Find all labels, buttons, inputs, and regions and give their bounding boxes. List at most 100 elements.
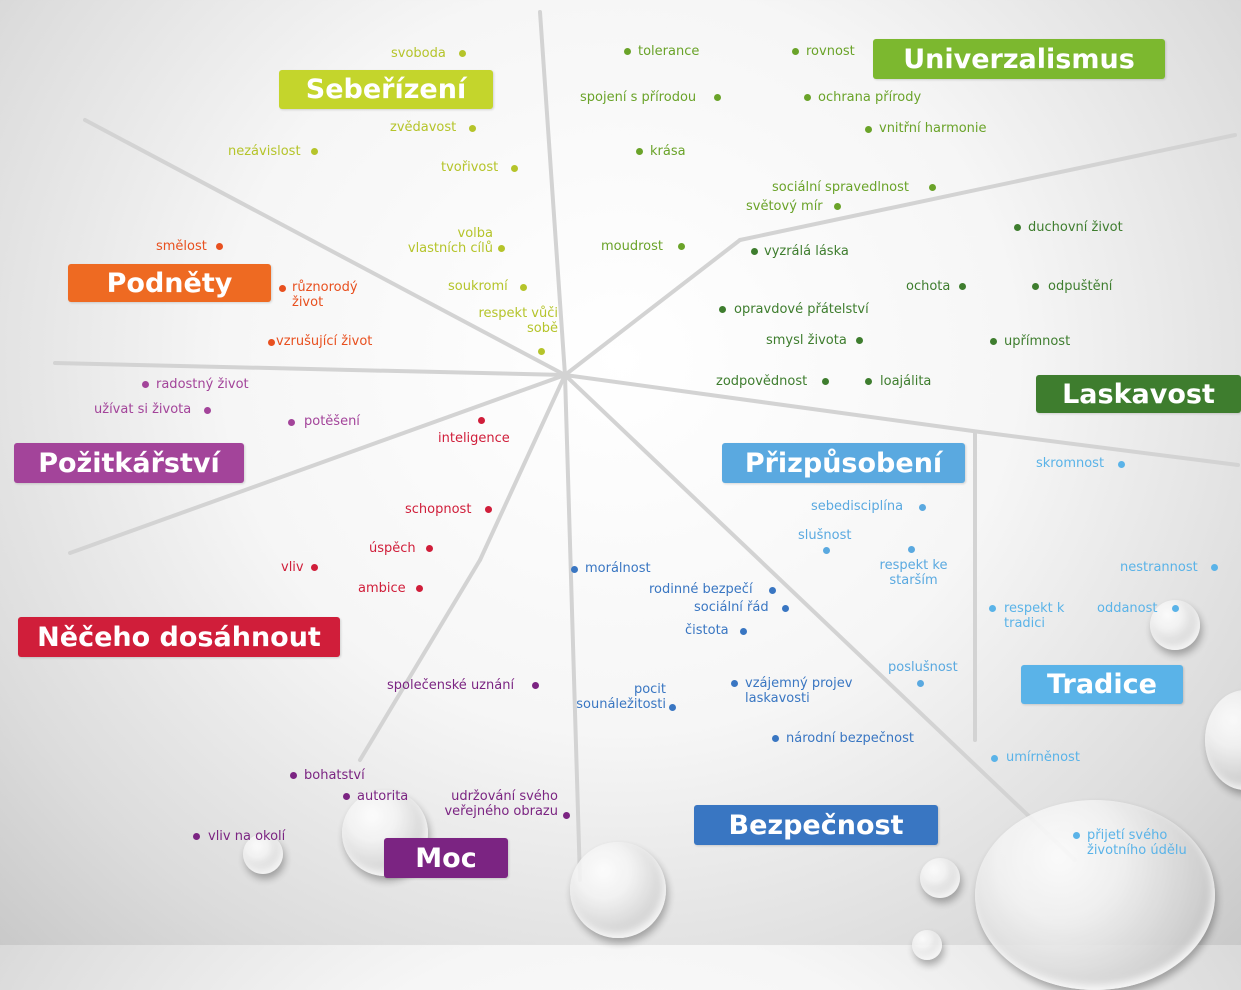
value-dot	[311, 148, 318, 155]
value-dot	[538, 348, 545, 355]
value-zodpovednost: zodpovědnost	[716, 374, 808, 389]
value-bohatstvi: bohatství	[304, 768, 365, 783]
value-vzrusujici-zivot: vzrušující život	[276, 334, 373, 349]
divider-line	[563, 238, 742, 377]
value-dot	[990, 338, 997, 345]
value-dot	[822, 378, 829, 385]
value-odpusteni: odpuštění	[1048, 279, 1113, 294]
divider-line	[358, 558, 482, 762]
value-dot	[204, 407, 211, 414]
value-ruznorody-zivot: různorodý život	[292, 280, 358, 310]
value-autorita: autorita	[357, 789, 409, 804]
value-tvorivost: tvořivost	[441, 160, 499, 175]
value-ochota: ochota	[906, 279, 951, 294]
value-dot	[469, 125, 476, 132]
value-poteseni: potěšení	[304, 414, 360, 429]
divider-line	[563, 373, 582, 882]
category-univerzalismus: Univerzalismus	[873, 39, 1165, 79]
category-moc: Moc	[384, 838, 508, 878]
value-dot	[769, 587, 776, 594]
value-svetovy-mir: světový mír	[746, 199, 823, 214]
value-dot	[740, 628, 747, 635]
category-podnety: Podněty	[68, 264, 271, 302]
value-dot	[426, 545, 433, 552]
value-poslusnost: poslušnost	[888, 660, 958, 675]
value-pocit-sounaleztosti: pocit sounáležitosti	[576, 682, 666, 712]
divider-line	[738, 133, 1237, 242]
value-oddanost: oddanost	[1097, 601, 1158, 616]
value-vliv: vliv	[281, 560, 304, 575]
value-dot	[485, 506, 492, 513]
value-dot	[919, 504, 926, 511]
divider-line	[478, 373, 567, 562]
value-spolecenske-uznani: společenské uznání	[387, 678, 515, 693]
value-opravdove-pratelstvi: opravdové přátelství	[734, 302, 869, 317]
value-loajalita: loajálita	[880, 374, 932, 389]
value-dot	[731, 680, 738, 687]
value-dot	[719, 306, 726, 313]
value-dot	[459, 50, 466, 57]
value-dot	[917, 680, 924, 687]
value-dot	[865, 126, 872, 133]
category-pozitkarstvi: Požitkářství	[14, 443, 244, 483]
value-dot	[669, 704, 676, 711]
divider-line	[83, 118, 567, 377]
value-dot	[989, 605, 996, 612]
value-udrzovani-verejneho-obrazu: udržování svého veřejného obrazu	[444, 789, 558, 819]
value-dot	[751, 248, 758, 255]
value-dot	[772, 735, 779, 742]
water-drop	[920, 858, 960, 898]
category-prizpusobeni: Přizpůsobení	[722, 443, 965, 483]
value-svoboda: svoboda	[391, 46, 446, 61]
value-socialni-spravedlnost: sociální spravedlnost	[772, 180, 910, 195]
value-dot	[959, 283, 966, 290]
value-dot	[678, 243, 685, 250]
value-inteligence: inteligence	[438, 431, 510, 446]
value-dot	[290, 772, 297, 779]
value-slusnost: slušnost	[798, 528, 852, 543]
value-tolerance: tolerance	[638, 44, 700, 59]
value-zvedavost: zvědavost	[390, 120, 457, 135]
value-dot	[478, 417, 485, 424]
value-respekt-vuci-sobe: respekt vůči sobě	[478, 306, 558, 336]
value-respekt-ke-starsim: respekt ke starším	[879, 558, 948, 588]
water-drop	[243, 834, 283, 874]
category-laskavost: Laskavost	[1036, 375, 1241, 413]
radial-divider-lines	[53, 10, 1240, 882]
value-radostny-zivot: radostný život	[156, 377, 249, 392]
value-dot	[991, 755, 998, 762]
value-nezavislost: nezávislost	[228, 144, 301, 159]
value-nestrannost: nestrannost	[1120, 560, 1198, 575]
divider-line	[563, 373, 982, 434]
value-smelost: smělost	[156, 239, 207, 254]
value-dot	[1118, 461, 1125, 468]
value-dot	[1211, 564, 1218, 571]
value-moralnost: morálnost	[585, 561, 651, 576]
value-smysl-zivota: smysl života	[766, 333, 847, 348]
value-dot	[532, 682, 539, 689]
value-umirnenost: umírněnost	[1006, 750, 1080, 765]
value-vliv-na-okoli: vliv na okolí	[208, 829, 286, 844]
value-dot	[908, 546, 915, 553]
value-dot	[142, 381, 149, 388]
value-ochrana-prirody: ochrana přírody	[818, 90, 922, 105]
divider-line	[978, 430, 1240, 467]
value-narodni-bezpecnost: národní bezpečnost	[786, 731, 914, 746]
value-spojeni-s-prirodou: spojení s přírodou	[580, 90, 697, 105]
value-krasa: krása	[650, 144, 686, 159]
value-schopnost: schopnost	[405, 502, 472, 517]
value-dot	[636, 148, 643, 155]
value-dot	[498, 245, 505, 252]
value-rodinne-bezpeci: rodinné bezpečí	[649, 582, 753, 597]
value-dot	[511, 165, 518, 172]
value-dot	[563, 812, 570, 819]
divider-line	[563, 373, 1077, 862]
value-dot	[929, 184, 936, 191]
value-dot	[288, 419, 295, 426]
value-dot	[782, 605, 789, 612]
category-bezpecnost: Bezpečnost	[694, 805, 938, 845]
divider-line	[68, 373, 567, 555]
value-dot	[268, 339, 275, 346]
value-dot	[624, 48, 631, 55]
value-vnitrni-harmonie: vnitřní harmonie	[879, 121, 987, 136]
